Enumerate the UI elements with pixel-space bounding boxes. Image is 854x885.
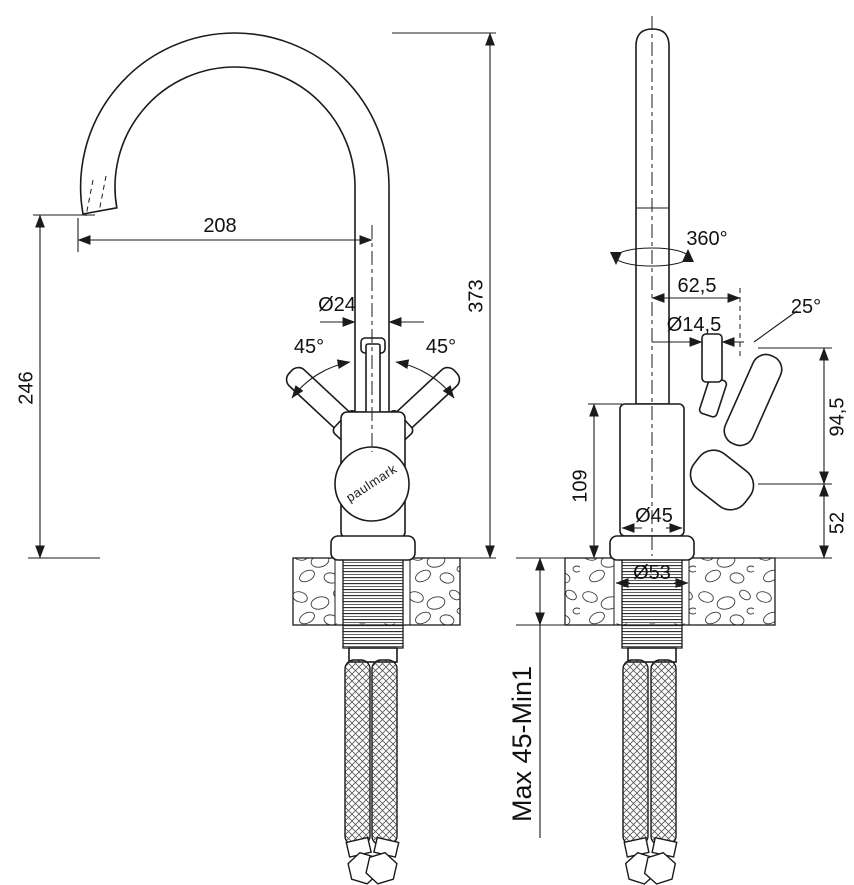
dimension-outlet-height: 246 bbox=[15, 214, 100, 559]
dimension-base-height: 52 bbox=[775, 483, 848, 559]
front-dimensions: 246 208 373 Ø24 45° 45° bbox=[15, 32, 496, 559]
dim-label-hole-diameter: Ø53 bbox=[633, 562, 671, 584]
dimension-total-height: 373 bbox=[392, 32, 496, 559]
dim-label-body-diameter: Ø45 bbox=[635, 505, 673, 527]
swivel-arrow bbox=[610, 247, 694, 267]
dim-label-handle-offset: 62,5 bbox=[678, 275, 717, 297]
handle-rod bbox=[701, 333, 723, 383]
front-view: paulmark bbox=[79, 32, 467, 885]
dim-label-swing-left: 45° bbox=[294, 336, 324, 358]
dimension-handle-offset: 62,5 bbox=[651, 275, 741, 356]
dim-label-outlet-height: 246 bbox=[15, 371, 37, 404]
dimension-hole-diameter: Ø53 bbox=[615, 562, 689, 588]
side-dimensions: 360° 62,5 25° Ø14,5 94,5 bbox=[507, 228, 848, 838]
threaded-shank-front bbox=[342, 557, 404, 649]
supply-hose bbox=[344, 659, 371, 846]
dimension-body-diameter: Ø45 bbox=[621, 505, 683, 533]
dimension-reach: 208 bbox=[77, 215, 373, 252]
dim-label-base-height: 52 bbox=[826, 512, 848, 534]
dimension-handle-diameter: Ø14,5 bbox=[652, 314, 744, 347]
aerator-dashed-lines bbox=[85, 175, 107, 217]
dimension-height-above-deck: 109 bbox=[569, 403, 622, 559]
handle-side bbox=[689, 333, 783, 511]
dimension-handle-swing: 45° 45° bbox=[291, 336, 456, 399]
dim-label-deck-thickness: Max 45-Min1 bbox=[507, 666, 537, 822]
dimension-spout-diameter: Ø24 bbox=[318, 294, 424, 327]
spout-outline bbox=[79, 32, 390, 413]
dimension-handle-angle: 25° bbox=[753, 296, 821, 343]
dimension-handle-length: 94,5 bbox=[758, 347, 848, 485]
supply-hose bbox=[650, 659, 677, 846]
dimension-deck-thickness: Max 45-Min1 bbox=[507, 557, 565, 838]
supply-hose bbox=[371, 659, 398, 846]
shank-connector-side bbox=[627, 647, 677, 663]
dim-label-total-height: 373 bbox=[465, 279, 487, 312]
dim-label-handle-length: 94,5 bbox=[826, 398, 848, 437]
handle-stem-front bbox=[360, 337, 386, 425]
dim-label-spout-diameter: Ø24 bbox=[318, 294, 356, 316]
dim-label-handle-diameter: Ø14,5 bbox=[667, 314, 721, 336]
handle-elbow bbox=[689, 449, 755, 511]
threaded-shank-side bbox=[621, 557, 683, 649]
dim-label-swivel: 360° bbox=[686, 228, 727, 250]
dim-label-reach: 208 bbox=[203, 215, 236, 237]
dim-label-height-above-deck: 109 bbox=[569, 469, 591, 502]
dim-label-swing-right: 45° bbox=[426, 336, 456, 358]
handle-grip bbox=[723, 353, 783, 447]
side-view bbox=[564, 16, 783, 885]
base-flange-front bbox=[330, 535, 416, 561]
supply-hose bbox=[622, 659, 649, 846]
dim-label-handle-angle: 25° bbox=[791, 296, 821, 318]
shank-connector-front bbox=[348, 647, 398, 663]
